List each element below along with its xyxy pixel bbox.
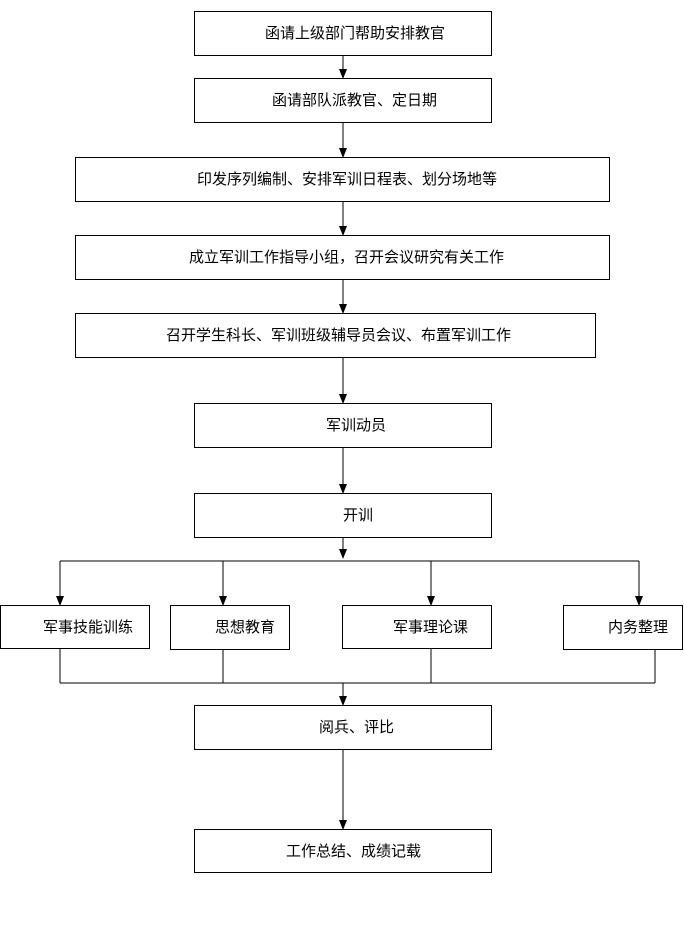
step-summary-records-label: 工作总结、成绩记载 xyxy=(286,841,422,860)
step-request-superior-dept: 函请上级部门帮助安排教官 xyxy=(194,11,492,56)
step-mobilization-label: 军训动员 xyxy=(326,416,387,434)
branch-military-theory-label: 军事理论课 xyxy=(393,617,469,636)
branch-ideological-education-label: 思想教育 xyxy=(215,618,276,636)
step-staff-meeting: 召开学生科长、军训班级辅导员会议、布置军训工作 xyxy=(75,313,596,358)
step-request-superior-dept-label: 函请上级部门帮助安排教官 xyxy=(265,24,446,42)
step-training-start: 开训 xyxy=(194,493,492,538)
branch-military-skills-label: 军事技能训练 xyxy=(43,617,134,636)
step-mobilization: 军训动员 xyxy=(194,403,492,448)
branch-military-theory: 军事理论课 xyxy=(342,605,492,649)
branch-housekeeping: 内务整理 xyxy=(563,605,683,650)
step-issue-schedule-label: 印发序列编制、安排军训日程表、划分场地等 xyxy=(197,170,498,188)
branch-ideological-education: 思想教育 xyxy=(170,605,290,650)
step-issue-schedule: 印发序列编制、安排军训日程表、划分场地等 xyxy=(75,157,610,202)
branch-military-skills: 军事技能训练 xyxy=(0,605,150,649)
step-request-troops: 函请部队派教官、定日期 xyxy=(194,78,492,123)
step-summary-records: 工作总结、成绩记载 xyxy=(194,829,492,873)
step-form-steering-group: 成立军训工作指导小组，召开会议研究有关工作 xyxy=(75,235,610,280)
step-training-start-label: 开训 xyxy=(343,506,374,524)
step-request-troops-label: 函请部队派教官、定日期 xyxy=(272,91,438,109)
step-review-evaluation-label: 阅兵、评比 xyxy=(319,718,395,736)
step-review-evaluation: 阅兵、评比 xyxy=(194,705,492,750)
branch-housekeeping-label: 内务整理 xyxy=(608,618,669,636)
step-form-steering-group-label: 成立军训工作指导小组，召开会议研究有关工作 xyxy=(189,248,505,266)
step-staff-meeting-label: 召开学生科长、军训班级辅导员会议、布置军训工作 xyxy=(166,326,512,344)
